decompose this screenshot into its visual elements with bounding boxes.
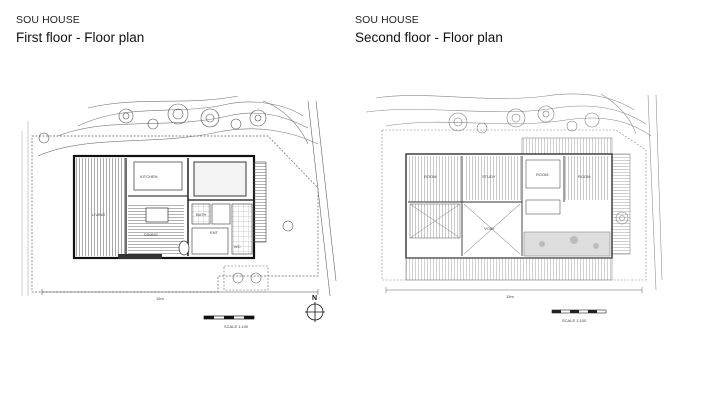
north-arrow-icon [305, 302, 325, 322]
plan-title: First floor - Floor plan [16, 30, 145, 45]
project-name: SOU HOUSE [16, 14, 80, 26]
terrace-right [611, 153, 631, 255]
second-floor-plan-drawing: ROOM STUDY ROOM ROOM VOID 15m SCALE 1:10… [366, 93, 663, 323]
tree-icons [38, 103, 294, 232]
room-label: VOID [484, 226, 494, 231]
site-contours [37, 96, 319, 157]
house-walls [405, 153, 613, 259]
dimension-line [41, 289, 319, 295]
first-floor-caption: SOU HOUSE First floor - Floor plan [16, 14, 144, 45]
dimension-label: 15m [156, 296, 164, 301]
roof-overhang [521, 137, 613, 155]
site-edge-left [21, 121, 29, 296]
room-label: WC [234, 244, 241, 249]
room-label: BATH [196, 212, 206, 217]
project-name: SOU HOUSE [355, 14, 419, 26]
dimension-label: 15m [506, 294, 514, 299]
scale-label: SCALE 1:100 [562, 318, 587, 323]
first-floor-plan-drawing: KITCHEN LIVING DINING ENT BATH WC 15m SC… [21, 96, 337, 329]
room-label: ROOM [578, 174, 590, 179]
plan-title: Second floor - Floor plan [355, 30, 503, 45]
room-label: KITCHEN [140, 174, 158, 179]
road-edge [307, 100, 337, 297]
road-edge [647, 94, 663, 291]
room-labels: KITCHEN LIVING DINING ENT BATH WC [92, 174, 241, 249]
room-label: STUDY [482, 174, 496, 179]
room-label: LIVING [92, 212, 105, 217]
second-floor-caption: SOU HOUSE Second floor - Floor plan [355, 14, 503, 45]
dimension-line [385, 287, 643, 293]
room-labels: ROOM STUDY ROOM ROOM VOID [424, 172, 590, 231]
roof-eave [405, 257, 613, 281]
room-label: ROOM [536, 172, 548, 177]
scale-label: SCALE 1:100 [224, 324, 249, 329]
house-walls [72, 154, 267, 260]
north-label: N [312, 295, 317, 302]
parking-area [223, 265, 269, 291]
site-contours [366, 93, 652, 137]
room-label: ENT [210, 230, 219, 235]
room-label: ROOM [424, 174, 436, 179]
room-label: DINING [144, 232, 158, 237]
scale-bar [203, 315, 255, 320]
scale-bar [551, 309, 607, 314]
